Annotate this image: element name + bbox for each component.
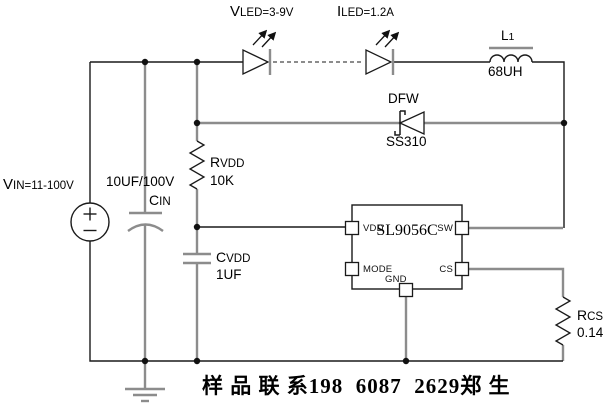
gnd-pad: [398, 282, 414, 298]
vled-rest: LED=3-9V: [240, 7, 294, 19]
rvdd-prefix: R: [210, 154, 221, 170]
gray-wires: [143, 61, 565, 361]
junction-dots: [141, 58, 568, 365]
cvdd-ref-label: CVDD: [216, 249, 251, 266]
top-wire-right: [532, 61, 565, 228]
sw-pad: [454, 220, 470, 236]
ic-pin-pads: [344, 220, 470, 298]
cin-prefix: C: [149, 192, 160, 208]
rvdd-resistor-symbol: [188, 140, 206, 190]
iled-annotation: ILED=1.2A: [337, 3, 394, 21]
rcs-resistor-symbol: [554, 296, 572, 346]
voltage-source-symbol: [70, 202, 110, 242]
cs-wire: [468, 267, 565, 297]
pin-label-mode: MODE: [363, 264, 393, 275]
led2-arrows: [375, 29, 400, 48]
cvdd-sub: VDD: [226, 253, 251, 265]
led1-arrows: [252, 29, 277, 48]
bottom-rail: [89, 241, 563, 362]
inductor-symbol: [489, 46, 533, 63]
vin-prefix: V: [3, 176, 14, 193]
freewheel-diode-symbol: [394, 110, 425, 136]
plus-minus-marks: [83, 207, 97, 232]
dfw-value-label: SS310: [386, 134, 427, 149]
iled-rest: LED=1.2A: [341, 7, 394, 19]
rcs-ref-label: RCS: [577, 307, 604, 324]
pin-label-sw: SW: [437, 223, 453, 234]
cin-value-label: 10UF/100V: [106, 174, 175, 189]
cin-ref-label: CIN: [149, 192, 171, 209]
cvdd-prefix: C: [216, 249, 227, 265]
rcs-value-label: 0.14: [577, 325, 604, 340]
rvdd-ref-label: RVDD: [210, 154, 245, 171]
rcs-sub: CS: [587, 311, 604, 323]
vled-annotation: VLED=3-9V: [230, 3, 294, 21]
mode-pad: [344, 261, 360, 277]
vin-annotation: VIN=11-100V: [3, 176, 74, 194]
vled-prefix: V: [230, 3, 241, 20]
cs-pad: [454, 261, 470, 277]
pin-label-vdd: VDD: [363, 223, 384, 234]
dfw-ref-label: DFW: [388, 91, 419, 106]
led1-symbol: [242, 29, 277, 76]
black-wires: [89, 61, 565, 362]
iled-prefix: I: [337, 3, 342, 20]
pin-label-cs: CS: [439, 264, 453, 275]
l1-ref-label: L1: [501, 28, 515, 44]
rvdd-sub: VDD: [220, 158, 245, 170]
rcs-prefix: R: [577, 307, 588, 323]
ic-body: [344, 204, 470, 298]
cin-capacitor-symbol: [127, 211, 164, 232]
ground-symbol: [125, 361, 165, 403]
pin-label-gnd: GND: [385, 274, 407, 285]
vin-rest: IN=11-100V: [13, 180, 74, 192]
l1-sub: 1: [508, 31, 515, 43]
rvdd-value-label: 10K: [210, 173, 235, 188]
cvdd-capacitor-symbol: [183, 252, 211, 265]
l1-value-label: 68UH: [488, 64, 523, 79]
cin-sub: IN: [159, 196, 171, 208]
ic-part-number: SL9056C: [376, 222, 438, 239]
sample-contact-text: 样 品 联 系198 6087 2629郑 生: [202, 374, 511, 398]
led2-symbol: [365, 29, 400, 76]
l1-prefix: L: [501, 28, 509, 43]
vdd-pad: [344, 220, 360, 236]
cvdd-value-label: 1UF: [216, 267, 242, 282]
schottky-bar: [394, 110, 406, 136]
